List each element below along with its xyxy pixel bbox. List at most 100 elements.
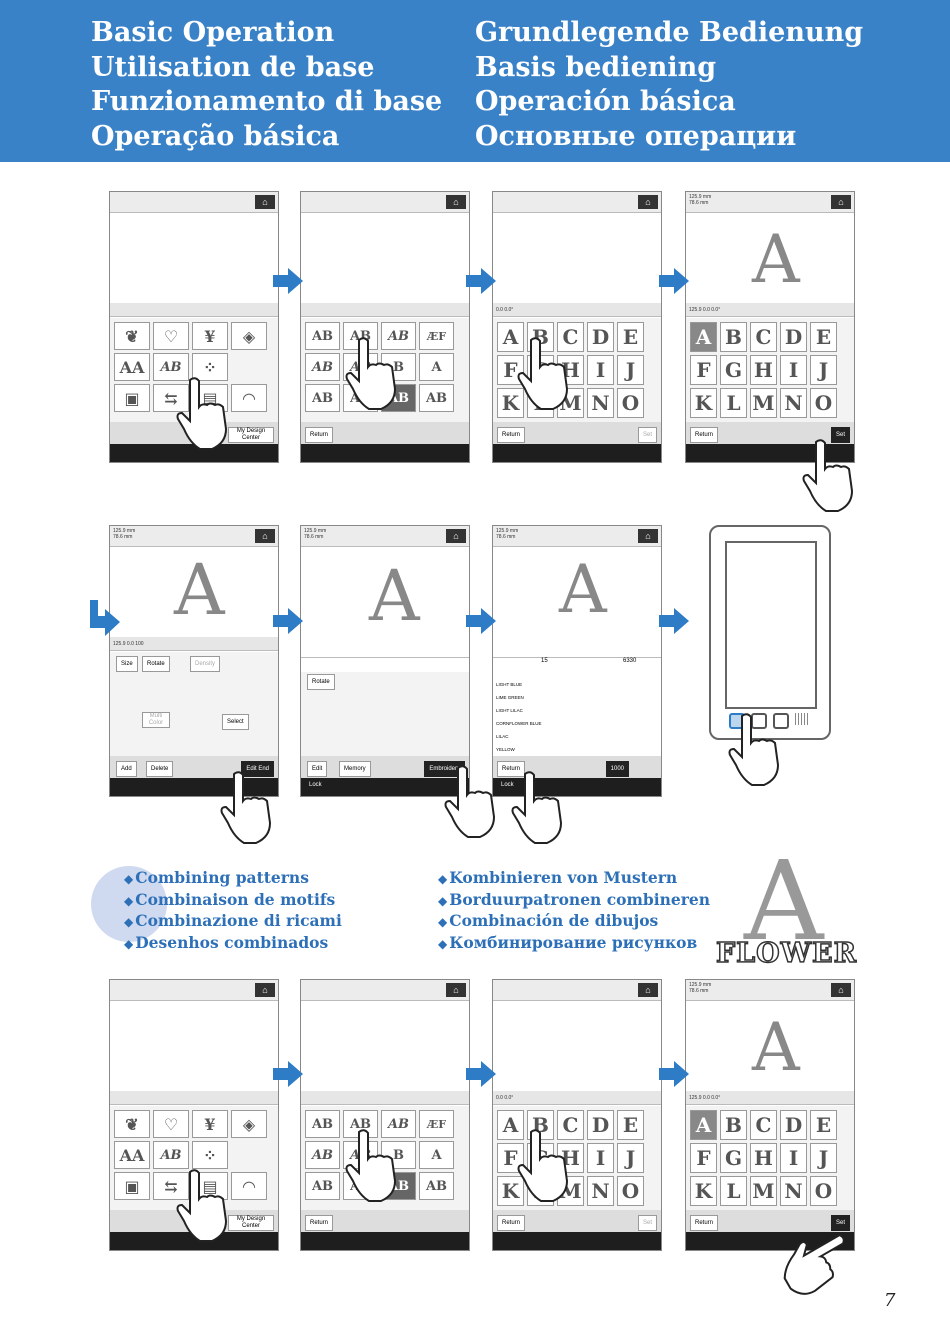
font-tile[interactable]: AB: [305, 1141, 340, 1169]
letter-tile[interactable]: E: [810, 322, 837, 352]
letter-tile[interactable]: C: [750, 1110, 777, 1140]
letter-tile[interactable]: A: [497, 1110, 524, 1140]
rotate-button[interactable]: Rotate: [142, 656, 170, 672]
category-monogram-icon[interactable]: ◈: [231, 322, 267, 350]
letter-tile[interactable]: E: [810, 1110, 837, 1140]
set-button[interactable]: Set: [637, 1215, 657, 1231]
speed-value[interactable]: 1000: [605, 761, 629, 777]
letter-tile[interactable]: K: [497, 1176, 524, 1206]
home-icon[interactable]: ⌂: [255, 195, 275, 209]
letter-tile[interactable]: I: [780, 355, 807, 385]
font-tile[interactable]: AB: [305, 322, 340, 350]
letter-tile[interactable]: O: [810, 1176, 837, 1206]
letter-tile[interactable]: K: [690, 388, 717, 418]
letter-tile[interactable]: H: [750, 1143, 777, 1173]
letter-tile[interactable]: D: [587, 1110, 614, 1140]
home-icon[interactable]: ⌂: [638, 195, 658, 209]
set-button[interactable]: Set: [830, 1215, 850, 1231]
letter-tile[interactable]: O: [617, 1176, 644, 1206]
my-design-center-button[interactable]: My Design Center: [228, 1215, 274, 1231]
letter-tile[interactable]: J: [617, 355, 644, 385]
home-icon[interactable]: ⌂: [446, 983, 466, 997]
font-tile[interactable]: AB: [305, 353, 340, 381]
category-tools-icon[interactable]: ¥: [192, 322, 228, 350]
letter-tile[interactable]: J: [810, 1143, 837, 1173]
font-tile[interactable]: AB: [419, 1172, 454, 1200]
category-border-icon[interactable]: ⁘: [192, 1141, 228, 1169]
home-icon[interactable]: ⌂: [446, 529, 466, 543]
category-alphabet-icon[interactable]: AA: [114, 1141, 150, 1169]
category-border-icon[interactable]: ⁘: [192, 353, 228, 381]
letter-tile-selected[interactable]: A: [690, 322, 717, 352]
letter-tile[interactable]: F: [497, 1143, 524, 1173]
category-frame-icon[interactable]: ♡: [153, 322, 189, 350]
home-icon[interactable]: ⌂: [831, 983, 851, 997]
letter-tile[interactable]: J: [617, 1143, 644, 1173]
letter-tile[interactable]: K: [690, 1176, 717, 1206]
letter-tile[interactable]: B: [720, 1110, 747, 1140]
letter-tile[interactable]: D: [587, 322, 614, 352]
multi-color-button[interactable]: Multi Color: [142, 712, 170, 728]
letter-tile[interactable]: G: [720, 355, 747, 385]
category-floral-alphabet-icon[interactable]: AB: [153, 353, 189, 381]
category-monogram-icon[interactable]: ◈: [231, 1110, 267, 1138]
wireless-icon[interactable]: ◠: [231, 384, 267, 412]
rotate-button[interactable]: Rotate: [307, 674, 335, 690]
memory-button[interactable]: Memory: [339, 761, 371, 777]
set-button[interactable]: Set: [637, 427, 657, 443]
my-design-center-button[interactable]: My Design Center: [228, 427, 274, 443]
return-button[interactable]: Return: [305, 427, 334, 443]
letter-tile[interactable]: L: [720, 388, 747, 418]
home-icon[interactable]: ⌂: [255, 529, 275, 543]
select-button[interactable]: Select: [222, 714, 249, 730]
letter-tile[interactable]: C: [557, 322, 584, 352]
category-floral-alphabet-icon[interactable]: AB: [153, 1141, 189, 1169]
category-embroidery-icon[interactable]: ❦: [114, 322, 150, 350]
edit-button[interactable]: Edit: [307, 761, 328, 777]
letter-tile[interactable]: E: [617, 322, 644, 352]
letter-tile[interactable]: I: [587, 355, 614, 385]
embroidery-button[interactable]: Embroidery: [424, 761, 465, 777]
letter-tile[interactable]: D: [780, 1110, 807, 1140]
lock-label[interactable]: Lock: [309, 782, 322, 788]
letter-tile[interactable]: F: [690, 1143, 717, 1173]
font-tile[interactable]: A: [419, 1141, 454, 1169]
letter-tile[interactable]: F: [497, 355, 524, 385]
letter-tile[interactable]: C: [557, 1110, 584, 1140]
category-frame-icon[interactable]: ♡: [153, 1110, 189, 1138]
return-button[interactable]: Return: [497, 761, 526, 777]
font-tile[interactable]: AB: [305, 384, 340, 412]
size-button[interactable]: Size: [116, 656, 138, 672]
font-tile[interactable]: AB: [305, 1110, 340, 1138]
font-tile[interactable]: ÆF: [419, 1110, 454, 1138]
letter-tile[interactable]: O: [617, 388, 644, 418]
category-embroidery-icon[interactable]: ❦: [114, 1110, 150, 1138]
return-button[interactable]: Return: [497, 1215, 526, 1231]
letter-tile[interactable]: A: [497, 322, 524, 352]
letter-tile[interactable]: G: [720, 1143, 747, 1173]
letter-tile[interactable]: C: [750, 322, 777, 352]
wireless-icon[interactable]: ◠: [231, 1172, 267, 1200]
letter-tile[interactable]: M: [750, 1176, 777, 1206]
font-tile[interactable]: ÆF: [419, 322, 454, 350]
letter-tile[interactable]: H: [557, 1143, 584, 1173]
return-button[interactable]: Return: [305, 1215, 334, 1231]
home-icon[interactable]: ⌂: [638, 983, 658, 997]
home-icon[interactable]: ⌂: [831, 195, 851, 209]
home-icon[interactable]: ⌂: [255, 983, 275, 997]
add-button[interactable]: Add: [116, 761, 137, 777]
letter-tile[interactable]: J: [810, 355, 837, 385]
set-button[interactable]: Set: [830, 427, 850, 443]
letter-tile[interactable]: L: [720, 1176, 747, 1206]
home-icon[interactable]: ⌂: [446, 195, 466, 209]
category-sewing-icon[interactable]: ▣: [114, 1172, 150, 1200]
needle-button[interactable]: [773, 713, 789, 729]
letter-tile[interactable]: M: [750, 388, 777, 418]
letter-tile[interactable]: N: [587, 388, 614, 418]
letter-tile[interactable]: N: [780, 388, 807, 418]
letter-tile[interactable]: H: [750, 355, 777, 385]
letter-tile[interactable]: N: [587, 1176, 614, 1206]
density-button[interactable]: Density: [190, 656, 221, 672]
category-sewing-icon[interactable]: ▣: [114, 384, 150, 412]
delete-button[interactable]: Delete: [146, 761, 174, 777]
